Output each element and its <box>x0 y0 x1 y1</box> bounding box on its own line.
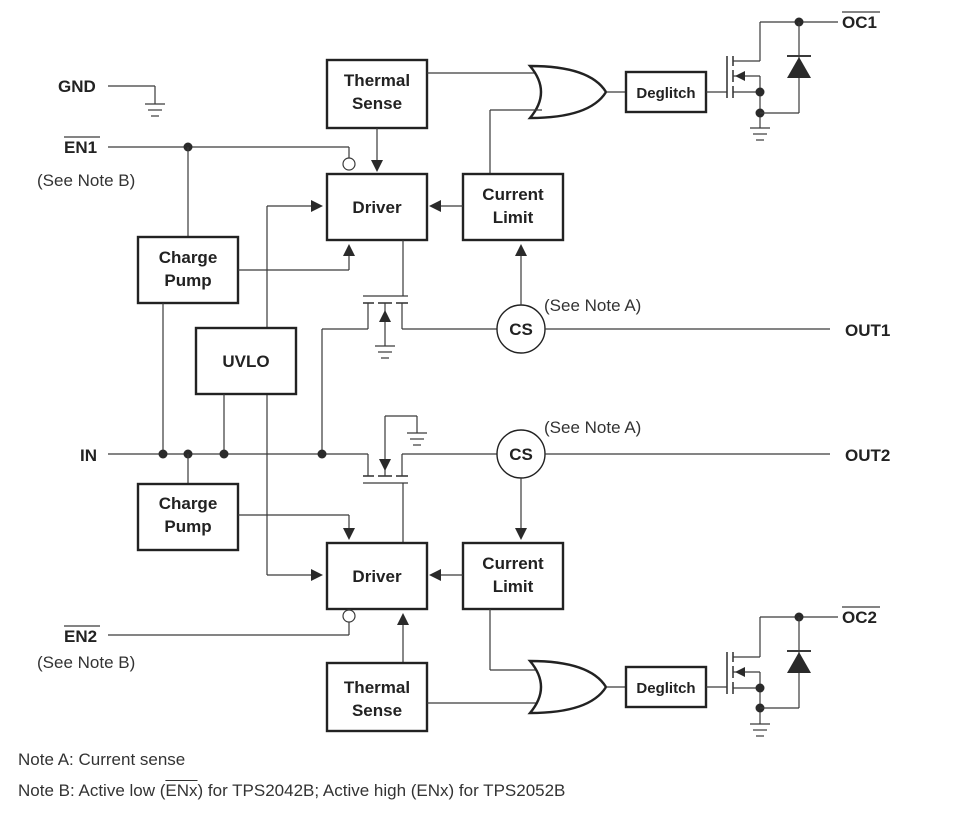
diode-icon <box>787 652 811 673</box>
en1-note-ref: (See Note B) <box>37 171 135 190</box>
or-gate-1 <box>527 64 608 120</box>
deglitch-1: Deglitch <box>624 70 708 114</box>
charge-pump-1-line2: Pump <box>164 271 211 290</box>
in-label: IN <box>80 446 97 465</box>
note-a: Note A: Current sense <box>18 750 186 769</box>
deglitch-1-label: Deglitch <box>636 85 695 102</box>
current-limit-2: Current Limit <box>461 541 565 611</box>
driver-2-label: Driver <box>352 567 402 586</box>
charge-pump-1-line1: Charge <box>159 248 218 267</box>
en2-pin: EN2 (See Note B) <box>37 609 356 672</box>
oc1-output-stage: OC1 <box>726 11 880 141</box>
driver-1: Driver <box>325 172 429 242</box>
power-fet-2 <box>363 415 497 543</box>
current-limit-1-line2: Limit <box>493 208 534 227</box>
deglitch-2-label: Deglitch <box>636 680 695 697</box>
charge-pump-2-line2: Pump <box>164 517 211 536</box>
current-limit-1: Current Limit <box>461 172 565 242</box>
cs-1-label: CS <box>509 320 533 339</box>
thermal-sense-2: Thermal Sense <box>325 661 429 733</box>
charge-pump-1: Charge Pump <box>136 235 240 305</box>
cs-2-label: CS <box>509 445 533 464</box>
thermal-sense-1-line2: Sense <box>352 94 402 113</box>
en2-invert-bubble <box>342 609 356 623</box>
driver-2: Driver <box>325 541 429 611</box>
current-limit-2-line2: Limit <box>493 577 534 596</box>
out1-label: OUT1 <box>845 321 890 340</box>
gnd-pin: GND <box>58 77 165 117</box>
note-b-enx-bar: ENx <box>165 781 198 800</box>
oc1-label: OC1 <box>842 13 877 32</box>
or-gate-2 <box>527 659 608 715</box>
note-b-prefix: Note B: Active low ( <box>18 781 166 800</box>
cs-2-note-ref: (See Note A) <box>544 418 641 437</box>
en1-invert-bubble <box>342 157 356 171</box>
thermal-sense-1-line1: Thermal <box>344 71 410 90</box>
oc2-output-stage: OC2 <box>726 606 880 737</box>
en1-label: EN1 <box>64 138 97 157</box>
out2-label: OUT2 <box>845 446 890 465</box>
thermal-sense-1: Thermal Sense <box>325 58 429 130</box>
ground-icon <box>375 345 395 359</box>
oc2-label: OC2 <box>842 608 877 627</box>
thermal-sense-2-line1: Thermal <box>344 678 410 697</box>
current-limit-2-line1: Current <box>482 554 544 573</box>
uvlo-label: UVLO <box>222 352 269 371</box>
en2-note-ref: (See Note B) <box>37 653 135 672</box>
charge-pump-2-line1: Charge <box>159 494 218 513</box>
current-limit-1-line1: Current <box>482 185 544 204</box>
current-sense-1: CS <box>496 304 546 354</box>
ground-icon <box>750 723 770 737</box>
gnd-label: GND <box>58 77 96 96</box>
driver-1-label: Driver <box>352 198 402 217</box>
cs-1-note-ref: (See Note A) <box>544 296 641 315</box>
diode-icon <box>787 57 811 78</box>
uvlo: UVLO <box>194 326 298 396</box>
en2-label: EN2 <box>64 627 97 646</box>
note-b-suffix: ) for TPS2042B; Active high (ENx) for TP… <box>197 781 566 800</box>
ground-icon <box>145 103 165 117</box>
current-sense-2: CS <box>496 429 546 479</box>
ground-icon <box>407 432 427 446</box>
en1-pin: EN1 (See Note B) <box>37 136 356 237</box>
in-pin: IN <box>80 446 368 465</box>
ground-icon <box>750 127 770 141</box>
deglitch-2: Deglitch <box>624 665 708 709</box>
charge-pump-2: Charge Pump <box>136 482 240 552</box>
power-fet-1 <box>322 240 497 359</box>
thermal-sense-2-line2: Sense <box>352 701 402 720</box>
note-b: Note B: Active low (ENx) for TPS2042B; A… <box>18 781 565 801</box>
